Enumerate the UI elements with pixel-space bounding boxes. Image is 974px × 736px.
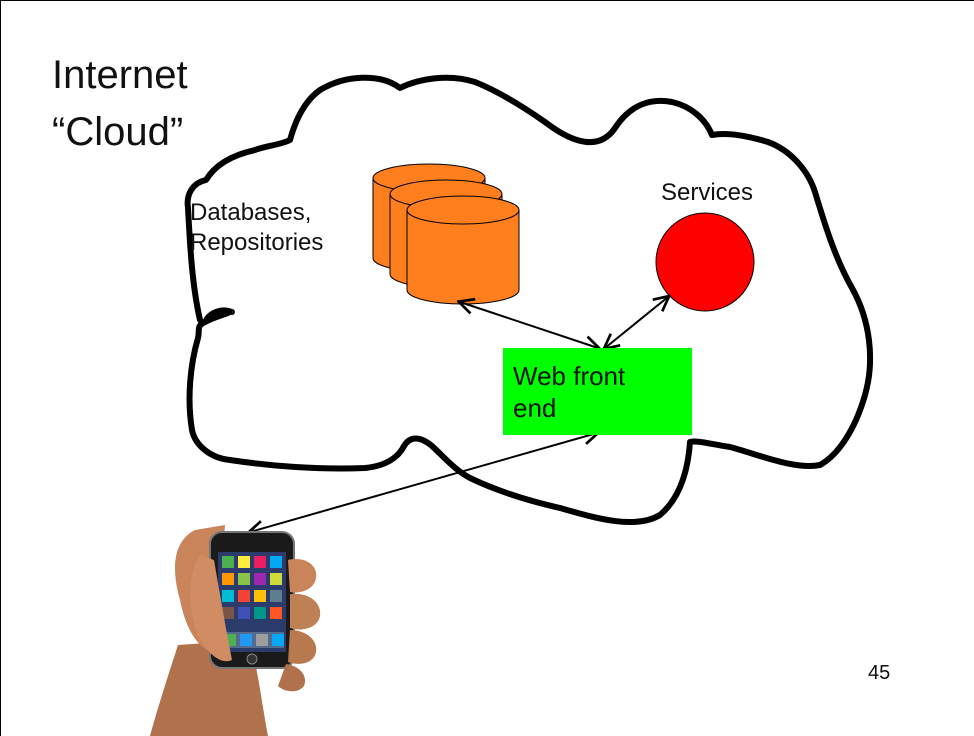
- slide-title-line-2: “Cloud”: [52, 110, 184, 154]
- databases-label-line-2: Repositories: [190, 229, 324, 256]
- page-number: 45: [868, 662, 891, 684]
- slide-border-left: [0, 0, 1, 736]
- cloud-outline: [184, 74, 874, 526]
- web-front-end-label-line-2: end: [513, 393, 557, 423]
- slide-title-line-1: Internet: [52, 53, 188, 97]
- arrow-services-web-front-end: [605, 297, 668, 348]
- services-circle: [655, 212, 755, 312]
- arrow-databases-web-front-end: [460, 302, 598, 348]
- services-label: Services: [661, 179, 754, 206]
- web-front-end-label: Web front end: [513, 360, 625, 424]
- databases-label-line-1: Databases,: [190, 199, 312, 226]
- web-front-end-label-line-1: Web front: [513, 361, 626, 391]
- hand-holding-smartphone-image: [150, 525, 321, 736]
- arrow-web-front-end-phone: [250, 433, 597, 532]
- databases-label: Databases, Repositories: [190, 198, 323, 258]
- web-front-end-box: Web front end: [503, 348, 692, 435]
- slide-border-top: [0, 0, 974, 1]
- database-cylinder-front: [406, 195, 520, 305]
- cloud-outline-tick: [202, 307, 235, 325]
